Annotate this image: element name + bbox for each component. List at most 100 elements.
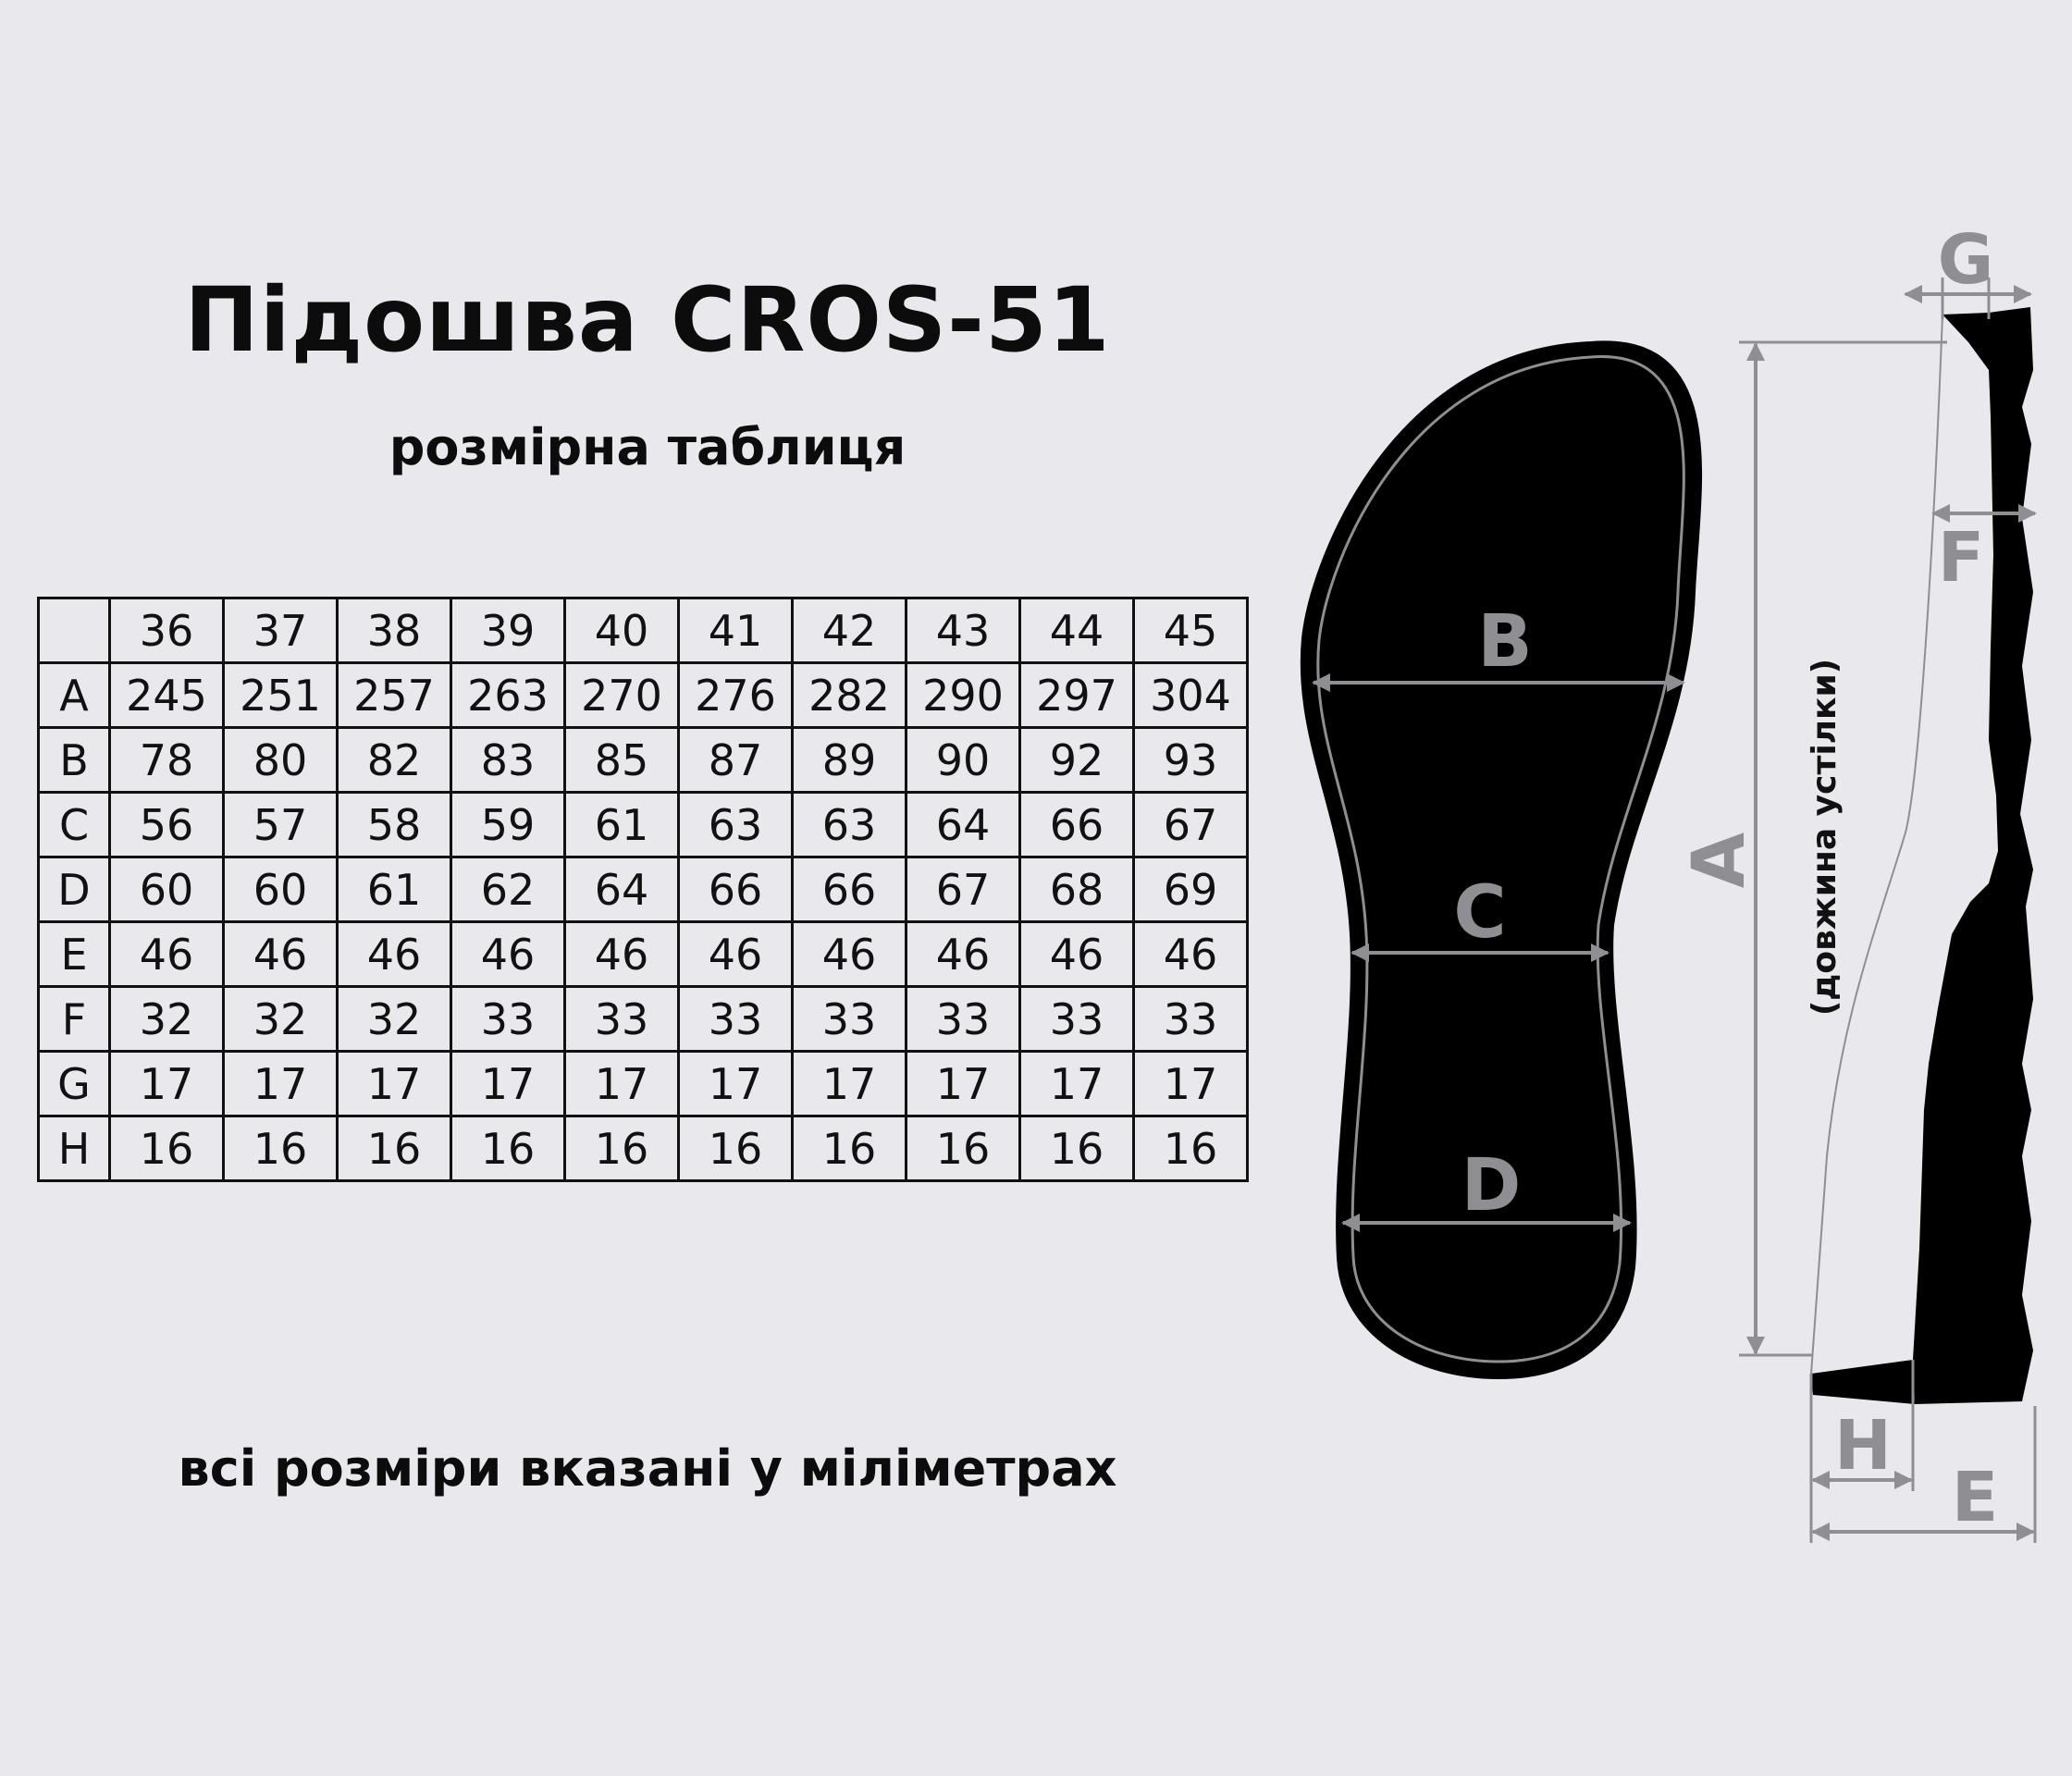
table-cell: 17 [1132,1050,1249,1117]
table-cell: 64 [905,791,1021,858]
row-label-cell: G [37,1050,111,1117]
table-cell: 17 [1018,1050,1135,1117]
table-cell: 69 [1132,856,1249,923]
sole-side-view [1810,307,2033,1404]
table-cell: 16 [108,1115,225,1182]
page-title: Підошва CROS-51 [184,268,1111,372]
table-cell: 67 [905,856,1021,923]
table-cell: 46 [108,920,225,988]
table-cell: 46 [905,920,1021,988]
table-cell: 83 [450,726,566,794]
table-cell: 67 [1132,791,1249,858]
label-b: B [1477,600,1532,684]
sole-side-heel-cap [1811,1360,1915,1404]
table-cell: 57 [222,791,339,858]
table-cell: 16 [905,1115,1021,1182]
size-header-cell: 41 [677,597,794,664]
table-cell: 87 [677,726,794,794]
table-cell: 32 [108,985,225,1053]
table-cell: 16 [336,1115,452,1182]
size-header-cell: 36 [108,597,225,664]
table-cell: 46 [450,920,566,988]
table-cell: 251 [222,661,339,729]
table-cell: 66 [677,856,794,923]
size-header-cell: 38 [336,597,452,664]
table-cell: 59 [450,791,566,858]
table-cell: 46 [1018,920,1135,988]
table-cell: 46 [677,920,794,988]
row-label-cell: B [37,726,111,794]
table-cell: 17 [791,1050,907,1117]
table-cell: 245 [108,661,225,729]
table-cell: 89 [791,726,907,794]
table-cell: 56 [108,791,225,858]
table-cell: 304 [1132,661,1249,729]
table-cell: 63 [791,791,907,858]
row-label-cell: C [37,791,111,858]
table-cell: 46 [1132,920,1249,988]
table-cell: 66 [791,856,907,923]
table-cell: 80 [222,726,339,794]
table-cell: 46 [791,920,907,988]
table-cell: 66 [1018,791,1135,858]
table-cell: 46 [563,920,680,988]
size-header-cell: 45 [1132,597,1249,664]
table-cell: 17 [450,1050,566,1117]
table-cell: 17 [108,1050,225,1117]
label-a-note: (довжина устілки) [1806,659,1844,1016]
units-note: всі розміри вказані у міліметрах [178,1439,1117,1498]
table-cell: 16 [1018,1115,1135,1182]
table-cell: 61 [563,791,680,858]
table-cell: 61 [336,856,452,923]
table-cell: 33 [450,985,566,1053]
table-cell: 263 [450,661,566,729]
table-cell: 92 [1018,726,1135,794]
label-e: E [1952,1458,1999,1537]
table-cell: 82 [336,726,452,794]
table-cell: 90 [905,726,1021,794]
page-subtitle: розмірна таблиця [388,418,906,476]
table-cell: 282 [791,661,907,729]
table-cell: 33 [677,985,794,1053]
table-cell: 290 [905,661,1021,729]
table-cell: 16 [222,1115,339,1182]
table-cell: 16 [1132,1115,1249,1182]
row-label-cell: A [37,661,111,729]
table-cell: 85 [563,726,680,794]
size-header-cell: 42 [791,597,907,664]
label-d: D [1462,1144,1522,1227]
table-cell: 46 [336,920,452,988]
row-label-cell: E [37,920,111,988]
sole-side-body [1913,307,2033,1404]
table-cell: 297 [1018,661,1135,729]
row-label-cell: D [37,856,111,923]
table-cell: 93 [1132,726,1249,794]
table-cell: 270 [563,661,680,729]
table-cell: 17 [905,1050,1021,1117]
size-header-cell: 37 [222,597,339,664]
table-cell: 46 [222,920,339,988]
table-cell: 33 [563,985,680,1053]
table-cell: 16 [791,1115,907,1182]
table-cell: 17 [222,1050,339,1117]
table-cell: 32 [222,985,339,1053]
table-cell: 60 [222,856,339,923]
row-label-cell: H [37,1115,111,1182]
table-cell: 32 [336,985,452,1053]
label-f: F [1938,518,1985,598]
size-header-cell: 39 [450,597,566,664]
table-cell: 33 [1018,985,1135,1053]
size-header-cell: 40 [563,597,680,664]
table-cell: 257 [336,661,452,729]
label-a: A [1678,832,1761,888]
table-cell: 68 [1018,856,1135,923]
table-cell: 64 [563,856,680,923]
table-cell: 60 [108,856,225,923]
table-cell: 33 [905,985,1021,1053]
